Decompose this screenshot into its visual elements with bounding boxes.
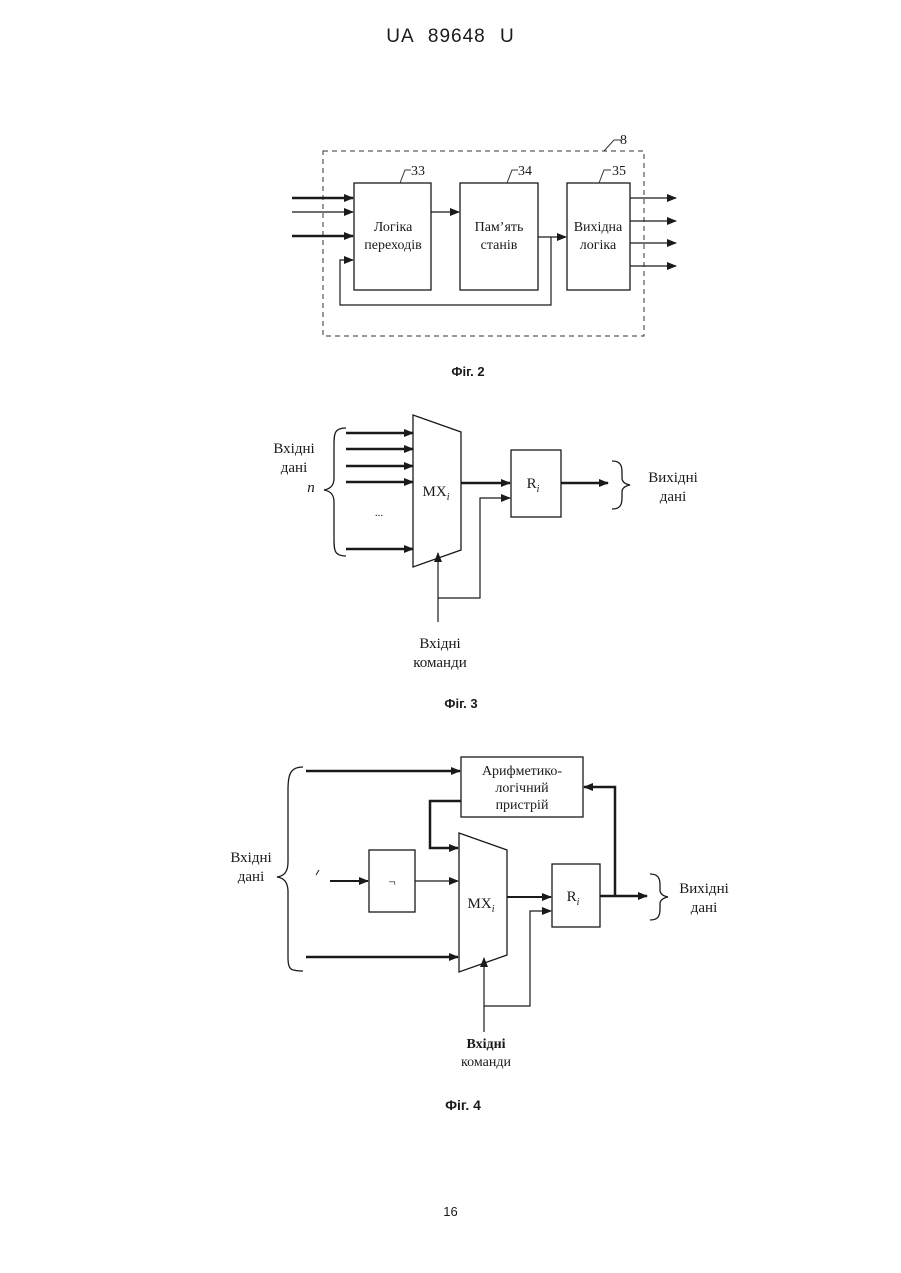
fig2-block33-line1: Логіка bbox=[374, 220, 413, 235]
fig3-inputs-label-line2: дані bbox=[281, 460, 307, 476]
fig2-ref33: 33 bbox=[411, 164, 425, 179]
fig2-ref33-leader bbox=[400, 170, 411, 183]
fig3-commands-label-line2: команди bbox=[413, 655, 466, 671]
fig2-outer-ref-leader bbox=[604, 140, 621, 151]
fig3-outputs-label-line2: дані bbox=[660, 489, 686, 505]
fig2-block-state-memory bbox=[460, 183, 538, 290]
fig3-diagram: Вхідні дані n ... MXi Ri Вихідні дані Вх… bbox=[0, 400, 901, 730]
fig3-commands-label-line1: Вхідні bbox=[419, 636, 460, 652]
fig2-block34-line2: станів bbox=[481, 238, 518, 253]
fig4-alu-line3: пристрій bbox=[496, 798, 549, 813]
fig3-inputs-label-n: n bbox=[307, 480, 315, 496]
fig3-input-brace bbox=[324, 428, 346, 556]
fig3-output-brace bbox=[612, 461, 630, 509]
fig4-output-brace bbox=[650, 874, 668, 920]
fig2-ref34: 34 bbox=[518, 164, 532, 179]
fig4-caption: Фіг. 4 bbox=[445, 1097, 481, 1113]
fig2-diagram: 8 33 34 35 Логіка переходів Пам’ять стан… bbox=[0, 0, 901, 400]
fig4-inputs-label-line1: Вхідні bbox=[230, 850, 271, 866]
fig2-output-arrows bbox=[630, 198, 676, 266]
fig4-outputs-label-line1: Вихідні bbox=[679, 881, 729, 897]
fig2-block33-line2: переходів bbox=[364, 238, 422, 253]
fig4-alu-line1: Арифметико- bbox=[482, 764, 562, 779]
fig4-commands-label-line1: Вхідні bbox=[466, 1037, 505, 1052]
fig3-inputs-ellipsis: ... bbox=[375, 507, 384, 519]
fig2-block35-line2: логіка bbox=[580, 238, 617, 253]
fig2-block35-line1: Вихідна bbox=[574, 220, 623, 235]
fig2-ref34-leader bbox=[507, 170, 518, 183]
fig4-input-tick bbox=[316, 870, 319, 875]
fig4-inputs-label-line2: дані bbox=[238, 869, 264, 885]
fig2-outer-ref: 8 bbox=[620, 133, 627, 148]
fig4-diagram: Арифметико- логічний пристрій Вхідні дан… bbox=[0, 730, 901, 1120]
fig2-ref35-leader bbox=[599, 170, 611, 183]
fig4-outputs-label-line2: дані bbox=[691, 900, 717, 916]
fig3-outputs-label-line1: Вихідні bbox=[648, 470, 698, 486]
fig4-alu-line2: логічний bbox=[495, 781, 549, 796]
fig4-input-brace bbox=[277, 767, 303, 971]
fig4-not-symbol: ¬ bbox=[388, 874, 395, 889]
fig4-commands-label-line2: команди bbox=[461, 1055, 511, 1070]
page-number: 16 bbox=[0, 1204, 901, 1219]
fig2-block-transition-logic bbox=[354, 183, 431, 290]
fig2-ref35: 35 bbox=[612, 164, 626, 179]
fig3-caption: Фіг. 3 bbox=[444, 696, 477, 711]
fig2-block34-line1: Пам’ять bbox=[475, 220, 524, 235]
fig2-caption: Фіг. 2 bbox=[451, 364, 484, 379]
fig3-input-arrows bbox=[346, 433, 413, 549]
fig2-block-output-logic bbox=[567, 183, 630, 290]
fig3-inputs-label-line1: Вхідні bbox=[273, 441, 314, 457]
fig4-arrow-alu-to-mux bbox=[430, 801, 461, 848]
